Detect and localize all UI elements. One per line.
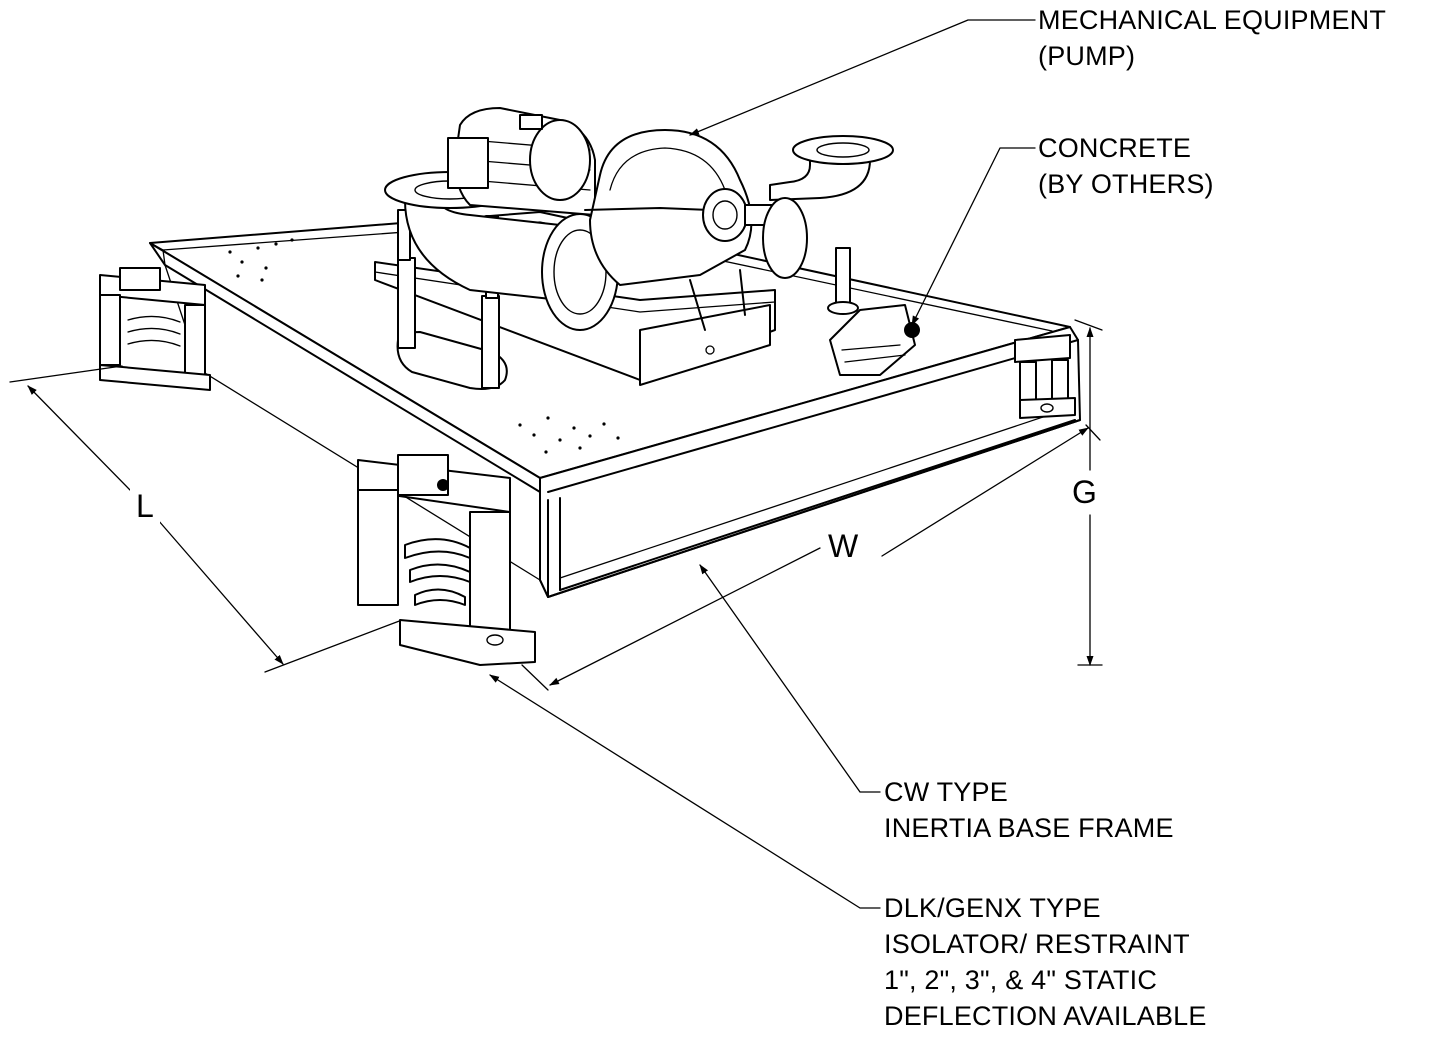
callout-mechanical-equipment: MECHANICAL EQUIPMENT (PUMP) xyxy=(1038,2,1386,74)
dimension-label-g: G xyxy=(1066,474,1103,510)
dimension-w xyxy=(521,424,1101,691)
pipe-supports xyxy=(396,209,859,390)
callout-line: CONCRETE xyxy=(1038,133,1192,163)
callout-line: 1", 2", 3", & 4" STATIC xyxy=(884,965,1158,995)
callout-line: DLK/GENX TYPE xyxy=(884,893,1101,923)
callout-isolator: DLK/GENX TYPE ISOLATOR/ RESTRAINT 1", 2"… xyxy=(884,890,1207,1034)
callout-base-frame: CW TYPE INERTIA BASE FRAME xyxy=(884,774,1174,846)
isolator-front-left xyxy=(357,454,536,666)
callout-line: (PUMP) xyxy=(1038,41,1136,71)
rebar-pocket xyxy=(829,304,920,376)
callout-line: DEFLECTION AVAILABLE xyxy=(884,1001,1207,1031)
discharge-elbow xyxy=(762,135,894,279)
isolator-front-right xyxy=(1014,334,1076,419)
dimension-l xyxy=(9,365,403,673)
callout-line: ISOLATOR/ RESTRAINT xyxy=(884,929,1190,959)
pump-volute xyxy=(584,129,776,286)
dimension-label-l: L xyxy=(130,488,160,524)
leader-lines xyxy=(489,19,1036,909)
isolator-rear-left xyxy=(99,267,211,391)
callout-line: CW TYPE xyxy=(884,777,1008,807)
pump-motor xyxy=(447,107,596,216)
dimension-g xyxy=(1074,319,1103,666)
callout-line: MECHANICAL EQUIPMENT xyxy=(1038,5,1387,35)
callout-line: (BY OTHERS) xyxy=(1038,169,1214,199)
callout-concrete: CONCRETE (BY OTHERS) xyxy=(1038,130,1214,202)
concrete-speckles xyxy=(228,238,620,454)
dimension-label-w: W xyxy=(822,528,865,564)
callout-line: INERTIA BASE FRAME xyxy=(884,813,1174,843)
